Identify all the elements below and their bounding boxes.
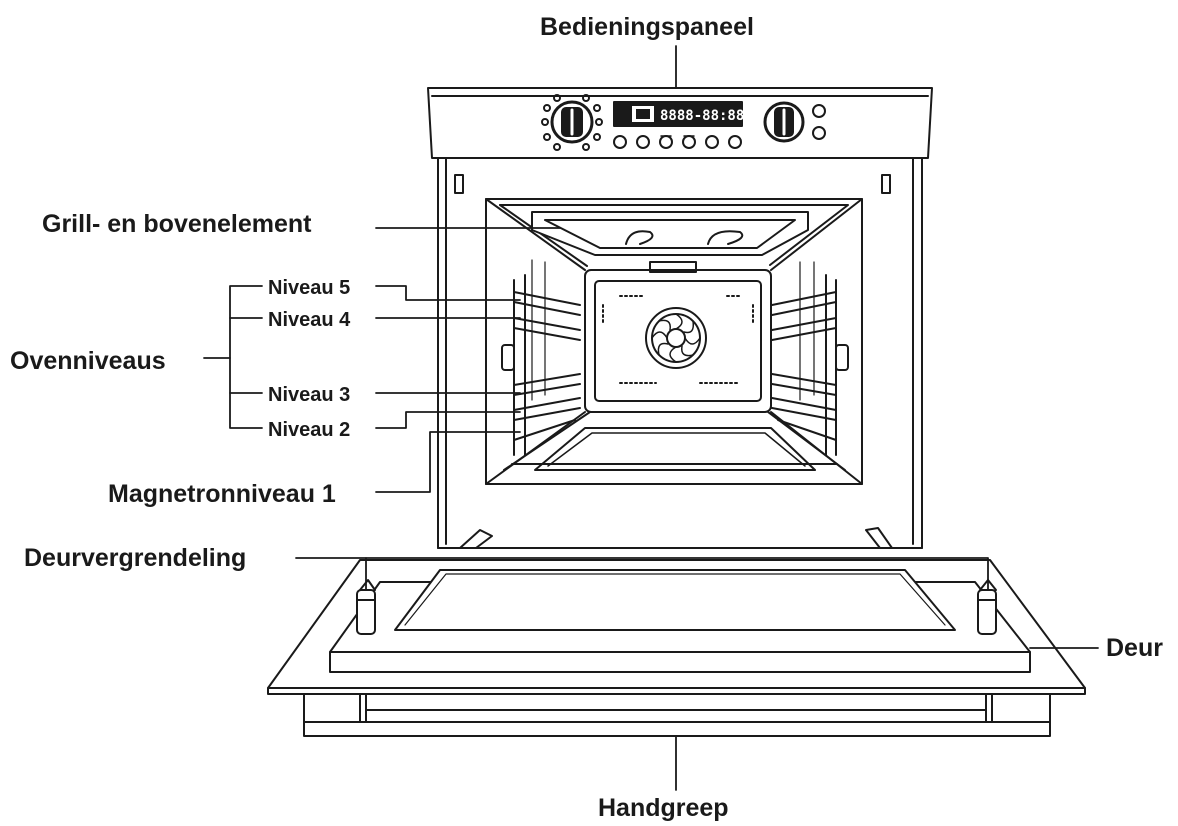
left-shelf-rails xyxy=(501,259,581,456)
leader-lines xyxy=(203,45,1099,791)
label-level-3: Niveau 3 xyxy=(268,384,351,406)
fan-icon xyxy=(645,307,707,369)
door-handle xyxy=(303,693,1051,737)
label-magnetron-level: Magnetronniveau 1 xyxy=(108,480,336,508)
label-door-lock: Deurvergrendeling xyxy=(24,544,247,572)
oven-door xyxy=(267,527,1086,695)
function-knob-icon xyxy=(541,94,603,151)
label-handle: Handgreep xyxy=(598,794,729,822)
selector-knob-icon xyxy=(763,101,826,143)
label-level-2: Niveau 2 xyxy=(268,419,351,441)
label-level-5: Niveau 5 xyxy=(268,277,351,299)
label-level-4: Niveau 4 xyxy=(268,309,351,331)
oven-body xyxy=(437,157,923,549)
label-control-panel: Bedieningspaneel xyxy=(540,13,754,41)
door-lock-left-icon xyxy=(356,579,376,635)
label-grill-element: Grill- en bovenelement xyxy=(42,210,312,238)
oven-cavity xyxy=(485,198,863,485)
control-panel xyxy=(427,87,933,159)
door-lock-right-icon xyxy=(977,579,997,635)
grill-element-icon xyxy=(531,211,809,273)
display-screen xyxy=(613,101,743,127)
label-door: Deur xyxy=(1106,634,1163,662)
control-buttons xyxy=(613,135,742,149)
display-readout: 8888-88:88 xyxy=(660,108,744,124)
label-oven-levels: Ovenniveaus xyxy=(10,347,166,375)
right-shelf-rails xyxy=(771,261,849,456)
